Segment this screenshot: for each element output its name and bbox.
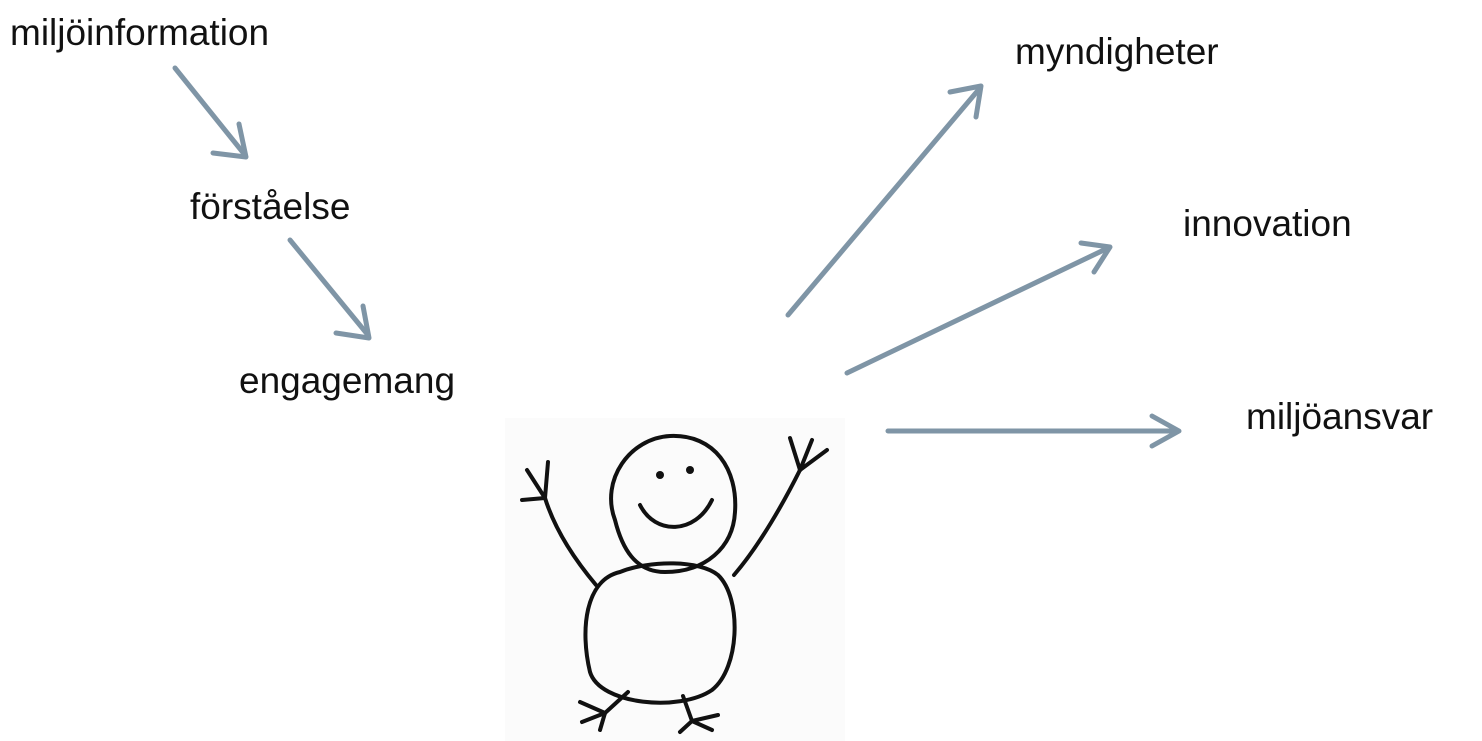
- figure-background: [505, 418, 845, 741]
- node-miljoinformation: miljöinformation: [10, 12, 270, 53]
- arrow-understanding-to-engagement: [287, 237, 372, 341]
- node-forstaelse: förståelse: [190, 186, 351, 227]
- stick-figure-person-icon: [520, 433, 829, 734]
- arrow-to-myndigheter: [785, 83, 984, 318]
- arrow-information-to-understanding: [172, 65, 249, 160]
- node-miljoansvar: miljöansvar: [1246, 396, 1434, 437]
- arrow-to-miljoansvar: [885, 413, 1182, 449]
- arrow-to-innovation: [844, 240, 1113, 376]
- node-myndigheter: myndigheter: [1015, 31, 1219, 72]
- node-engagemang: engagemang: [239, 360, 456, 401]
- node-innovation: innovation: [1183, 203, 1352, 244]
